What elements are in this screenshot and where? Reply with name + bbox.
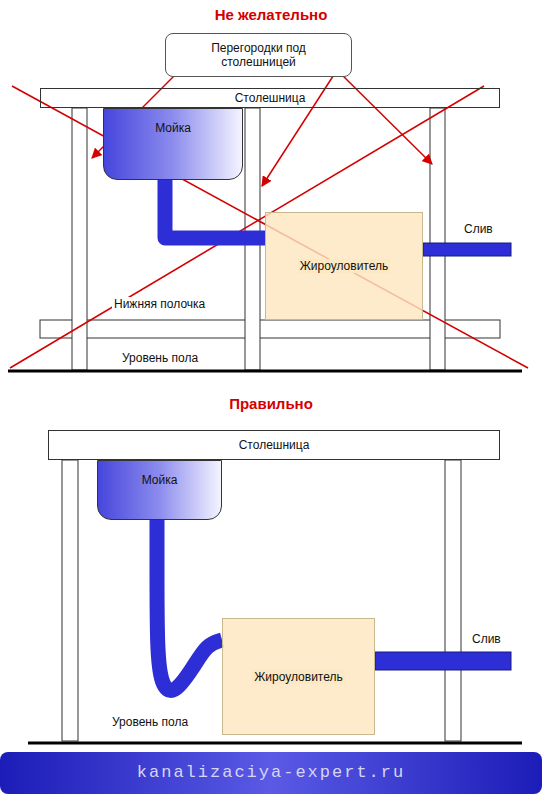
cross-out-line — [12, 86, 528, 368]
drain-pipe — [157, 520, 222, 690]
floor-line — [8, 370, 522, 373]
grease-trap: Жироуловитель — [265, 212, 423, 320]
node-text: kanalizaciya-expert.ru — [137, 763, 405, 783]
countertop: Столешница — [48, 430, 500, 460]
leader-arrow — [337, 70, 432, 164]
node-text: Мойка — [142, 473, 178, 487]
countertop: Столешница — [40, 88, 500, 108]
part-label: Слив — [462, 222, 495, 236]
table-leg — [445, 460, 461, 741]
node-text: Жироуловитель — [298, 259, 391, 273]
heading: Не желательно — [213, 6, 330, 24]
drain-pipe — [423, 243, 511, 256]
callout-box: Перегородки под столешницей — [165, 33, 352, 77]
watermark-band: kanalizaciya-expert.ru — [0, 752, 542, 794]
node-text: Мойка — [155, 121, 191, 135]
node-text: Столешница — [236, 438, 313, 452]
node-text: Жироуловитель — [252, 670, 345, 684]
heading: Правильно — [227, 395, 315, 413]
drain-pipe — [165, 180, 265, 238]
table-leg — [62, 460, 78, 741]
part-label: Нижняя полочка — [112, 297, 207, 311]
floor-line — [28, 742, 522, 745]
node-text: Столешница — [232, 91, 309, 105]
partition — [430, 108, 445, 370]
part-label: Уровень пола — [120, 351, 200, 365]
node-text: Перегородки под столешницей — [200, 41, 318, 69]
part-label: Слив — [470, 632, 503, 646]
sink: Мойка — [97, 460, 222, 520]
drain-pipe — [375, 652, 511, 670]
sink: Мойка — [103, 108, 243, 180]
grease-trap: Жироуловитель — [222, 618, 375, 735]
part-label: Уровень пола — [110, 715, 190, 729]
cross-out-line — [10, 86, 484, 368]
